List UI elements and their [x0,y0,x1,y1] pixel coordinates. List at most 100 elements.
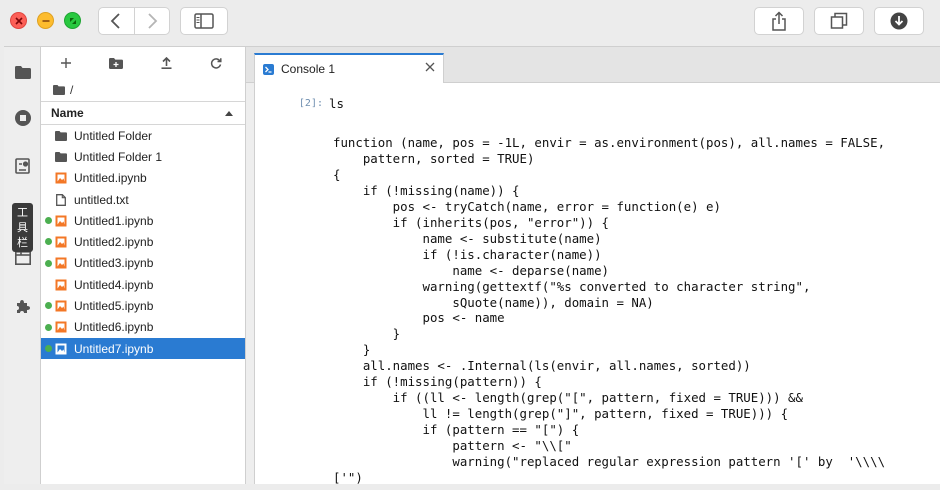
close-tab-button[interactable] [425,61,435,75]
file-list-item[interactable]: Untitled3.ipynb [41,253,245,274]
refresh-icon [210,58,222,69]
commands-tab[interactable] [4,151,41,181]
extension-icon [16,300,30,313]
window-titlebar [0,0,940,46]
tabs-icon [14,251,31,265]
tab-console-1[interactable]: Console 1 [254,53,444,83]
forward-button[interactable] [133,8,169,34]
main-dock-area: Console 1 [2]: ls function (name, pos = … [246,47,940,490]
tab-label: Console 1 [281,62,336,76]
window-bottom-edge [0,484,940,490]
file-list-item[interactable]: Untitled5.ipynb [41,295,245,316]
file-name: Untitled4.ipynb [74,277,154,292]
tooltip-char: 栏 [17,236,28,249]
file-list-item[interactable]: untitled.txt [41,189,245,210]
share-icon [772,11,786,31]
extensions-tab[interactable] [4,292,41,322]
file-name: Untitled5.ipynb [74,299,154,314]
sidebar-icon [194,13,214,29]
breadcrumb-path[interactable]: / [70,83,74,97]
running-indicator-icon [45,238,52,246]
console-icon [263,63,274,75]
tooltip-char: 工 [17,206,28,219]
cell-output: function (name, pos = -1L, envir = as.en… [333,135,886,486]
notebook-icon [55,321,67,333]
running-indicator-icon [45,344,52,352]
file-list-item[interactable]: Untitled Folder [41,125,245,146]
file-name: Untitled7.ipynb [74,341,154,356]
notebook-icon [55,343,67,355]
file-name: Untitled Folder 1 [74,149,163,164]
notebook-icon [55,257,67,269]
folder-icon[interactable] [53,85,65,95]
folder-icon [14,65,31,79]
sort-caret-up-icon [225,110,233,116]
file-name: untitled.txt [74,192,129,207]
breadcrumb: / [41,79,245,101]
expand-icon [70,18,76,24]
name-column-header[interactable]: Name [41,101,245,125]
running-indicator-icon [45,259,52,267]
tabs-icon [830,12,848,29]
file-name: Untitled Folder [74,128,153,143]
execution-count: [2]: [298,97,323,109]
file-name: Untitled3.ipynb [74,256,154,271]
file-name: Untitled1.ipynb [74,213,154,228]
file-list-item[interactable]: Untitled1.ipynb [41,210,245,231]
notebook-icon [55,172,67,184]
tooltip-char: 具 [17,221,28,234]
show-tabs-button[interactable] [814,7,864,35]
running-sessions-tab[interactable] [4,103,41,133]
close-icon [425,62,435,72]
file-name: Untitled2.ipynb [74,235,154,250]
notebook-icon [55,236,67,248]
new-launcher-button[interactable] [41,47,91,79]
upload-icon [161,57,171,69]
file-list-item[interactable]: Untitled.ipynb [41,168,245,189]
file-list-item[interactable]: Untitled2.ipynb [41,231,245,252]
file-list-item[interactable]: Untitled Folder 1 [41,146,245,167]
folder-icon [55,130,67,142]
file-list-item[interactable]: Untitled4.ipynb [41,274,245,295]
commands-icon [14,158,30,174]
refresh-button[interactable] [191,47,241,79]
sidebar-toggle-button[interactable] [180,7,228,35]
new-folder-button[interactable] [91,47,141,79]
folder-icon [55,151,67,163]
plus-icon [61,58,71,68]
share-button[interactable] [754,7,804,35]
back-button[interactable] [99,8,134,34]
tab-bar: Console 1 [246,47,940,83]
running-indicator-icon [45,302,52,310]
console-panel[interactable]: [2]: ls function (name, pos = -1L, envir… [254,83,940,490]
file-name: Untitled6.ipynb [74,320,154,335]
jupyterlab-app: 工 具 栏 / Name Untitled [4,46,940,490]
new-folder-icon [109,57,123,69]
notebook-icon [55,215,67,227]
cell-input[interactable]: ls [329,95,344,111]
upload-button[interactable] [141,47,191,79]
file-browser-toolbar [41,47,245,79]
close-window-button[interactable] [10,12,27,29]
close-icon [15,17,23,25]
running-indicator-icon [45,323,52,331]
file-list-item[interactable]: Untitled6.ipynb [41,317,245,338]
file-list-item[interactable]: Untitled7.ipynb [41,337,245,360]
minimize-window-button[interactable] [37,12,54,29]
notebook-icon [55,279,67,291]
stop-circle-icon [14,110,31,126]
console-cell: [2]: ls [255,94,344,112]
file-browser-tab[interactable] [4,57,41,87]
minimize-icon [42,20,50,22]
zoom-window-button[interactable] [64,12,81,29]
text-file-icon [55,193,67,206]
file-name: Untitled.ipynb [74,171,147,186]
running-indicator-icon [45,217,52,225]
chevron-left-icon [111,13,121,29]
downloads-button[interactable] [874,7,924,35]
chevron-right-icon [148,13,158,29]
column-header-label: Name [51,106,84,120]
activity-bar: 工 具 栏 [4,47,41,490]
